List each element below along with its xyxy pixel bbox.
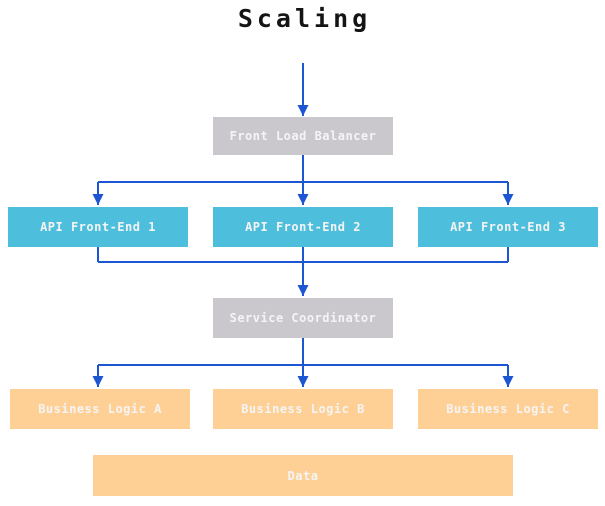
node-api-front-end-2: API Front-End 2: [213, 207, 393, 247]
node-business-logic-a: Business Logic A: [10, 389, 190, 429]
balancer-split-lines: [98, 155, 508, 183]
node-api-front-end-3: API Front-End 3: [418, 207, 598, 247]
node-front-load-balancer: Front Load Balancer: [213, 117, 393, 155]
node-api-front-end-1: API Front-End 1: [8, 207, 188, 247]
node-business-logic-b: Business Logic B: [213, 389, 393, 429]
coordinator-split-lines: [98, 338, 508, 366]
diagram-title: Scaling: [237, 4, 372, 33]
node-service-coordinator: Service Coordinator: [213, 298, 393, 338]
node-data: Data: [93, 455, 513, 496]
node-business-logic-c: Business Logic C: [418, 389, 598, 429]
